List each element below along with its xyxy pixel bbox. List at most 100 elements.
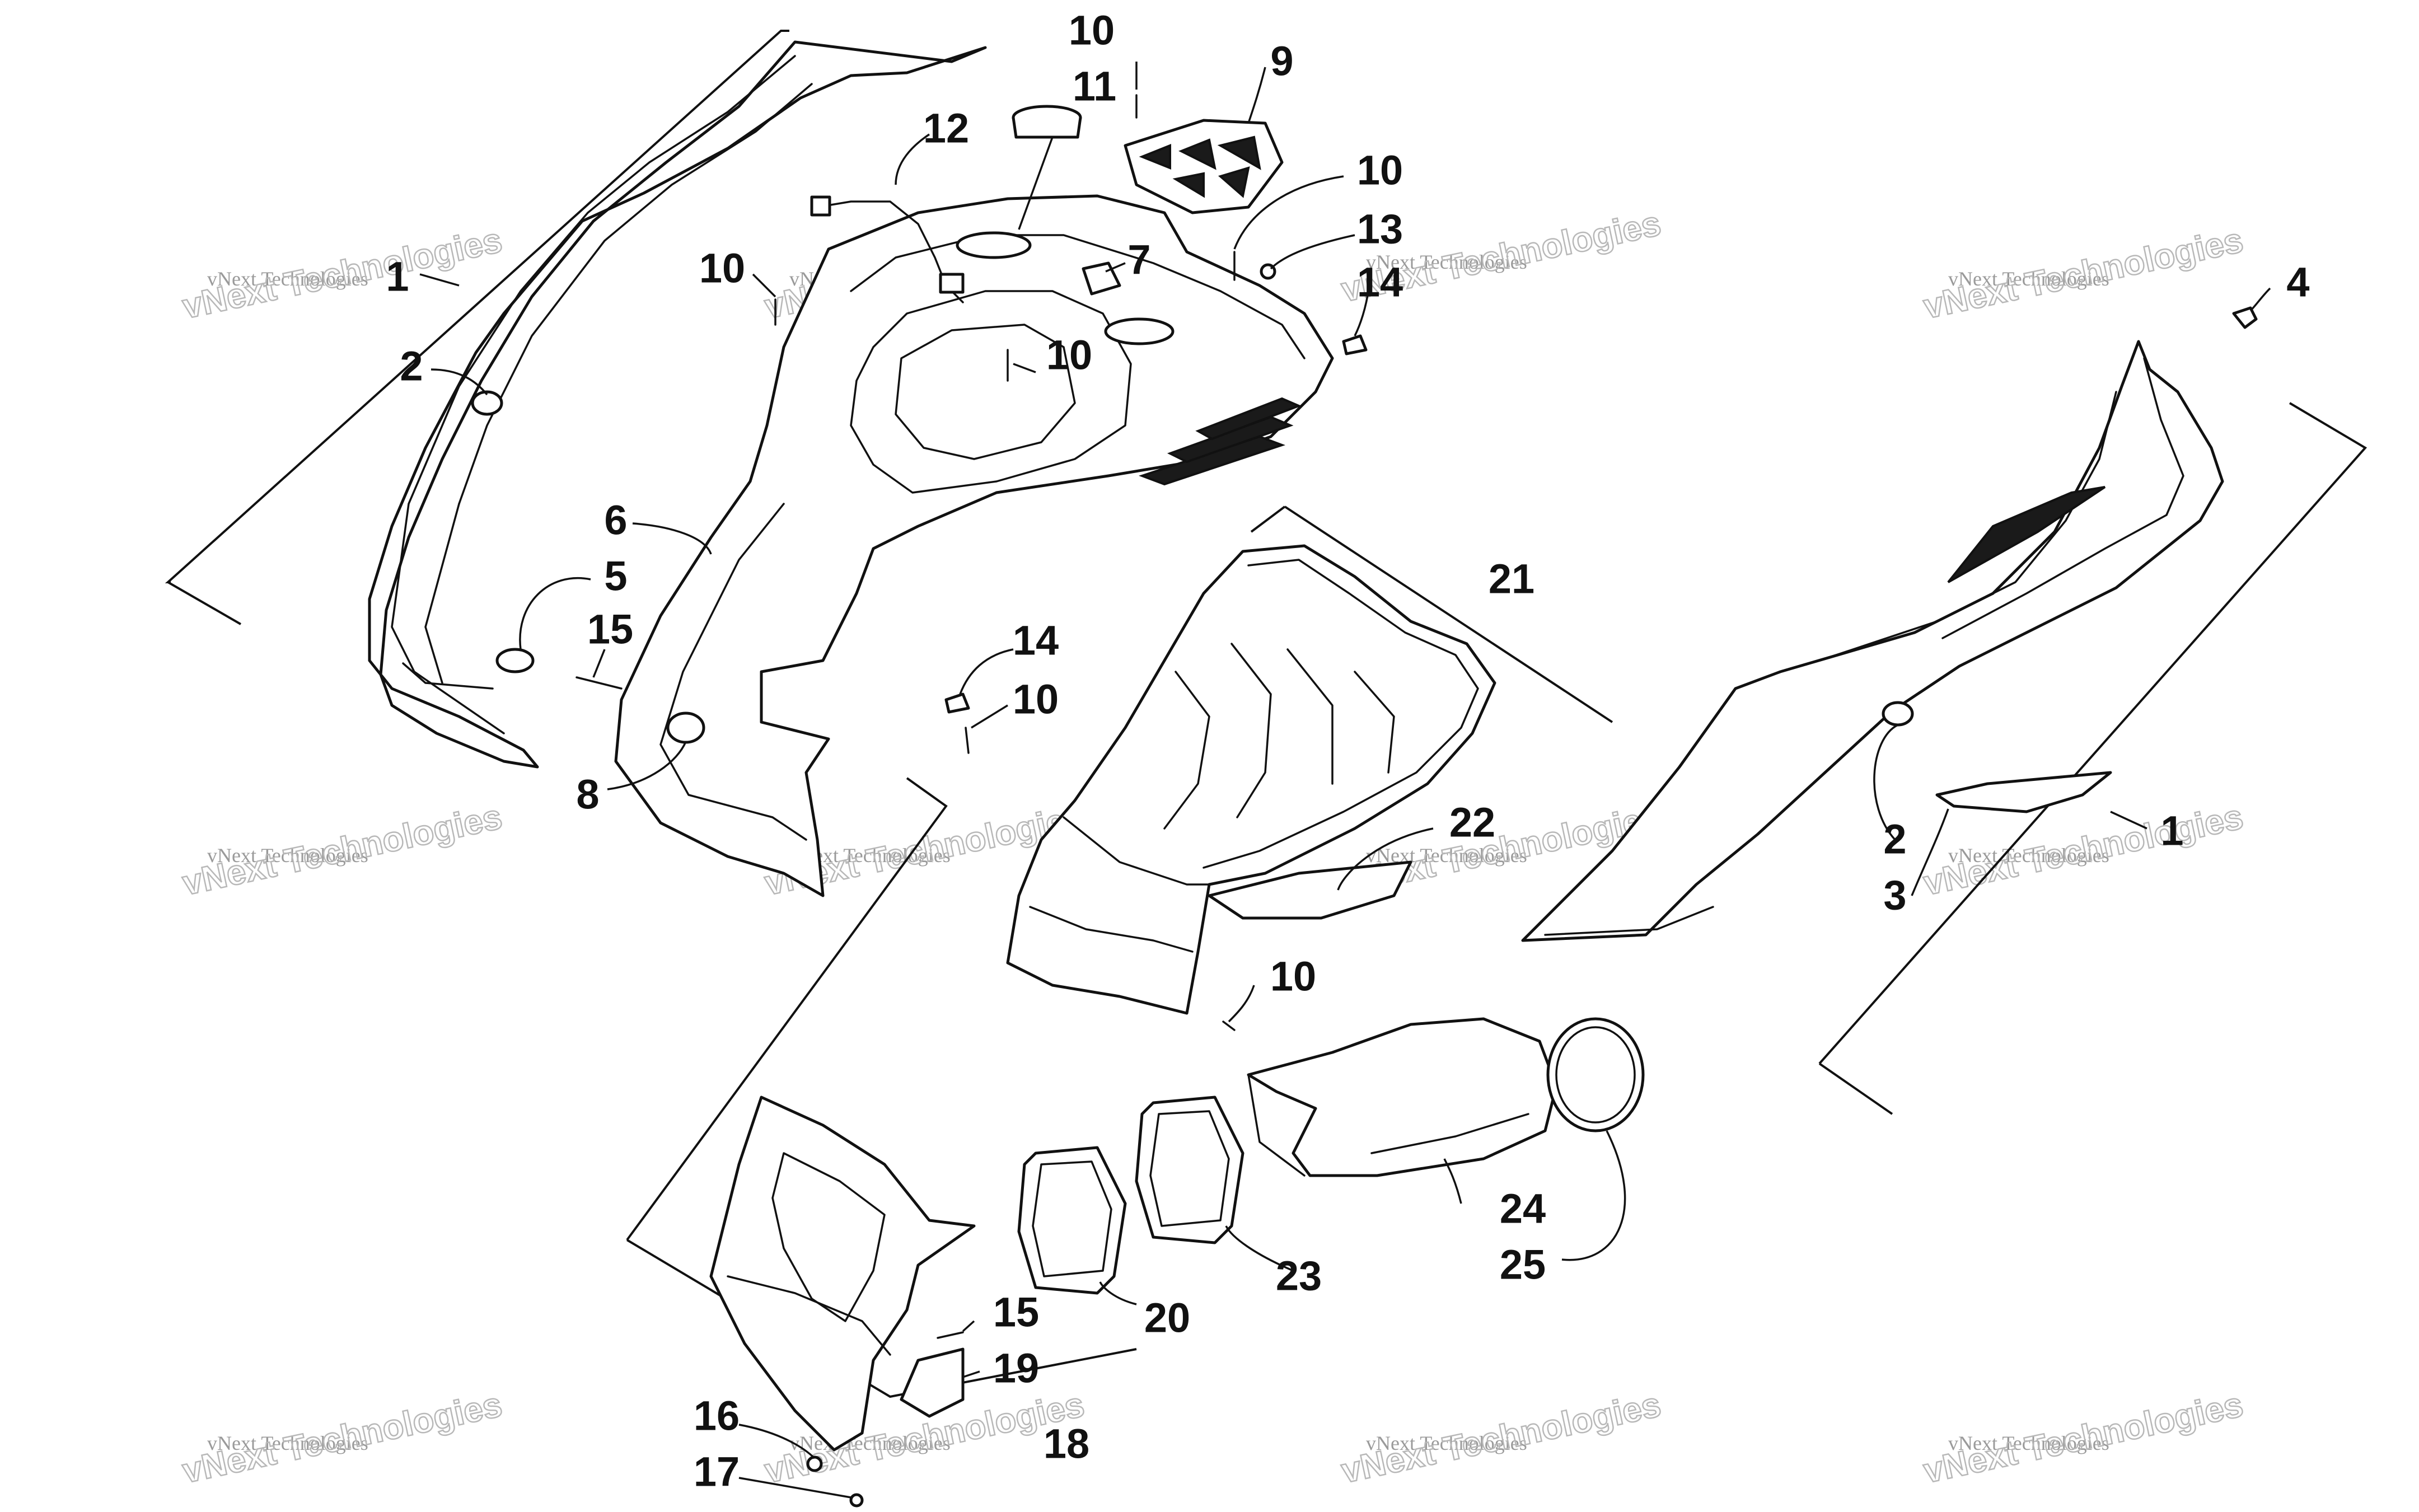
leader-20 [1099,1281,1137,1305]
watermark-small-text: vNext Technologies [1366,251,1527,273]
front-nose-outline [709,1096,976,1452]
watermark-small-text: vNext Technologies [207,1432,368,1454]
callout-3: 3 [1883,872,1906,919]
callout-10-e: 10 [1013,676,1059,723]
callout-17: 17 [694,1449,740,1495]
watermark-9: vNext Technologies vNext Technologies [179,1384,506,1491]
callout-1-right: 1 [2160,808,2183,854]
bracket-airbox [1250,505,1613,723]
watermark-small-text: vNext Technologies [1948,844,2109,867]
callout-13: 13 [1357,206,1403,252]
screw-17 [849,1493,864,1508]
callout-24: 24 [1500,1186,1546,1232]
part-vent-cover [1124,119,1284,214]
bracket-right-side-panel [1818,402,2367,1115]
part-20-seal-inner [1032,1160,1112,1277]
leader-14-lower [959,648,1014,695]
duct-body [1247,1017,1558,1177]
leader-1-right [2110,811,2147,830]
vent-cover-grille-1 [1139,144,1171,170]
part-right-side-panel [1521,340,2224,942]
vent-cover-grille-2 [1178,138,1216,170]
hood-windshield-arch [850,234,1306,359]
hood-vent-opening-2 [1104,317,1175,345]
part-wire-harness [810,195,965,303]
part-4-push-rivet [2232,306,2258,329]
watermark-8: vNext Technologies vNext Technologies [1920,797,2247,904]
watermark-small-text: vNext Technologies [1948,268,2109,290]
part-23-seal-inner [1149,1110,1230,1227]
part-25-clamp [1546,1017,1645,1132]
hood-inner-cavity [850,290,1132,494]
leader-11 [1018,137,1054,230]
leader-19 [962,1370,980,1378]
air-box-baffle-3 [1286,648,1334,785]
part-seals [1017,1096,1244,1295]
callout-2-right: 2 [1883,816,1906,863]
leader-2-right [1873,724,1898,841]
air-box-front [1029,906,1194,953]
callout-11: 11 [1073,63,1116,110]
part-left-side-panel [368,40,987,769]
leader-9 [1247,67,1266,124]
air-box-baffle-1 [1163,671,1210,830]
bracket-front-nose [626,777,1137,1398]
part-duct [1247,1017,1645,1177]
fasteners [575,94,1236,1508]
callout-7: 7 [1127,237,1150,283]
right-panel-stripe [1947,486,2106,583]
part-main-hood [614,194,1334,897]
vent-cover-grille-5 [1218,166,1250,198]
left-panel-lower-edge [402,662,494,690]
watermark-small-text: vNext Technologies [789,1432,951,1454]
callout-9: 9 [1270,38,1293,85]
leader-12 [895,133,930,185]
callout-15-upper: 15 [587,606,633,653]
vent-cover-grille-3 [1217,135,1261,170]
nut-16 [806,1455,823,1472]
front-nose-inner [771,1152,886,1322]
screw-15-upper [575,676,623,690]
part-8-hood-grommet [666,711,705,744]
leader-24 [1443,1158,1462,1204]
right-panel-crease [1941,357,2184,639]
leader-4 [2249,287,2271,312]
leader-10-b [752,273,776,298]
callout-labels: 1 1 2 2 3 4 5 6 7 8 9 10 10 10 10 10 10 … [386,7,2309,1495]
left-panel-trim-line [424,503,460,684]
leader-8 [607,741,687,790]
part-22-liner [1208,860,1412,920]
callout-4: 4 [2286,259,2309,306]
leader-13 [1270,234,1355,270]
wire-connector-1 [810,195,831,217]
air-box-outer [1006,544,1496,1015]
leader-5 [519,577,591,650]
part-25-clamp-inner [1555,1026,1636,1124]
part-boot [1012,105,1082,139]
leader-10-e [971,704,1008,729]
part-front-nose [709,1096,976,1452]
part-20-seal [1017,1146,1127,1295]
part-14-clip-lower [944,692,970,714]
callout-14-upper: 14 [1357,259,1403,306]
group-brackets [165,30,2367,1398]
hood-side-vent-3 [1195,397,1302,441]
duct-opening [1247,1074,1306,1177]
hood-vent-opening-1 [956,231,1032,259]
front-nose-ridge [727,1275,891,1356]
callout-22: 22 [1449,799,1495,846]
callout-8: 8 [576,771,599,818]
watermark-small-text: vNext Technologies [207,268,368,290]
leader-1-left [419,273,460,287]
screw-10-f [1222,1021,1236,1031]
part-14-clip-upper [1342,334,1368,355]
screw-10-e [965,727,970,754]
callout-18: 18 [1044,1421,1089,1467]
callout-1-left: 1 [386,254,409,300]
watermark-5: vNext Technologies vNext Technologies [179,797,506,904]
callout-14-lower: 14 [1013,617,1059,664]
left-panel-crease [391,55,796,734]
part-23-seal [1135,1096,1244,1244]
callout-25: 25 [1500,1242,1546,1288]
